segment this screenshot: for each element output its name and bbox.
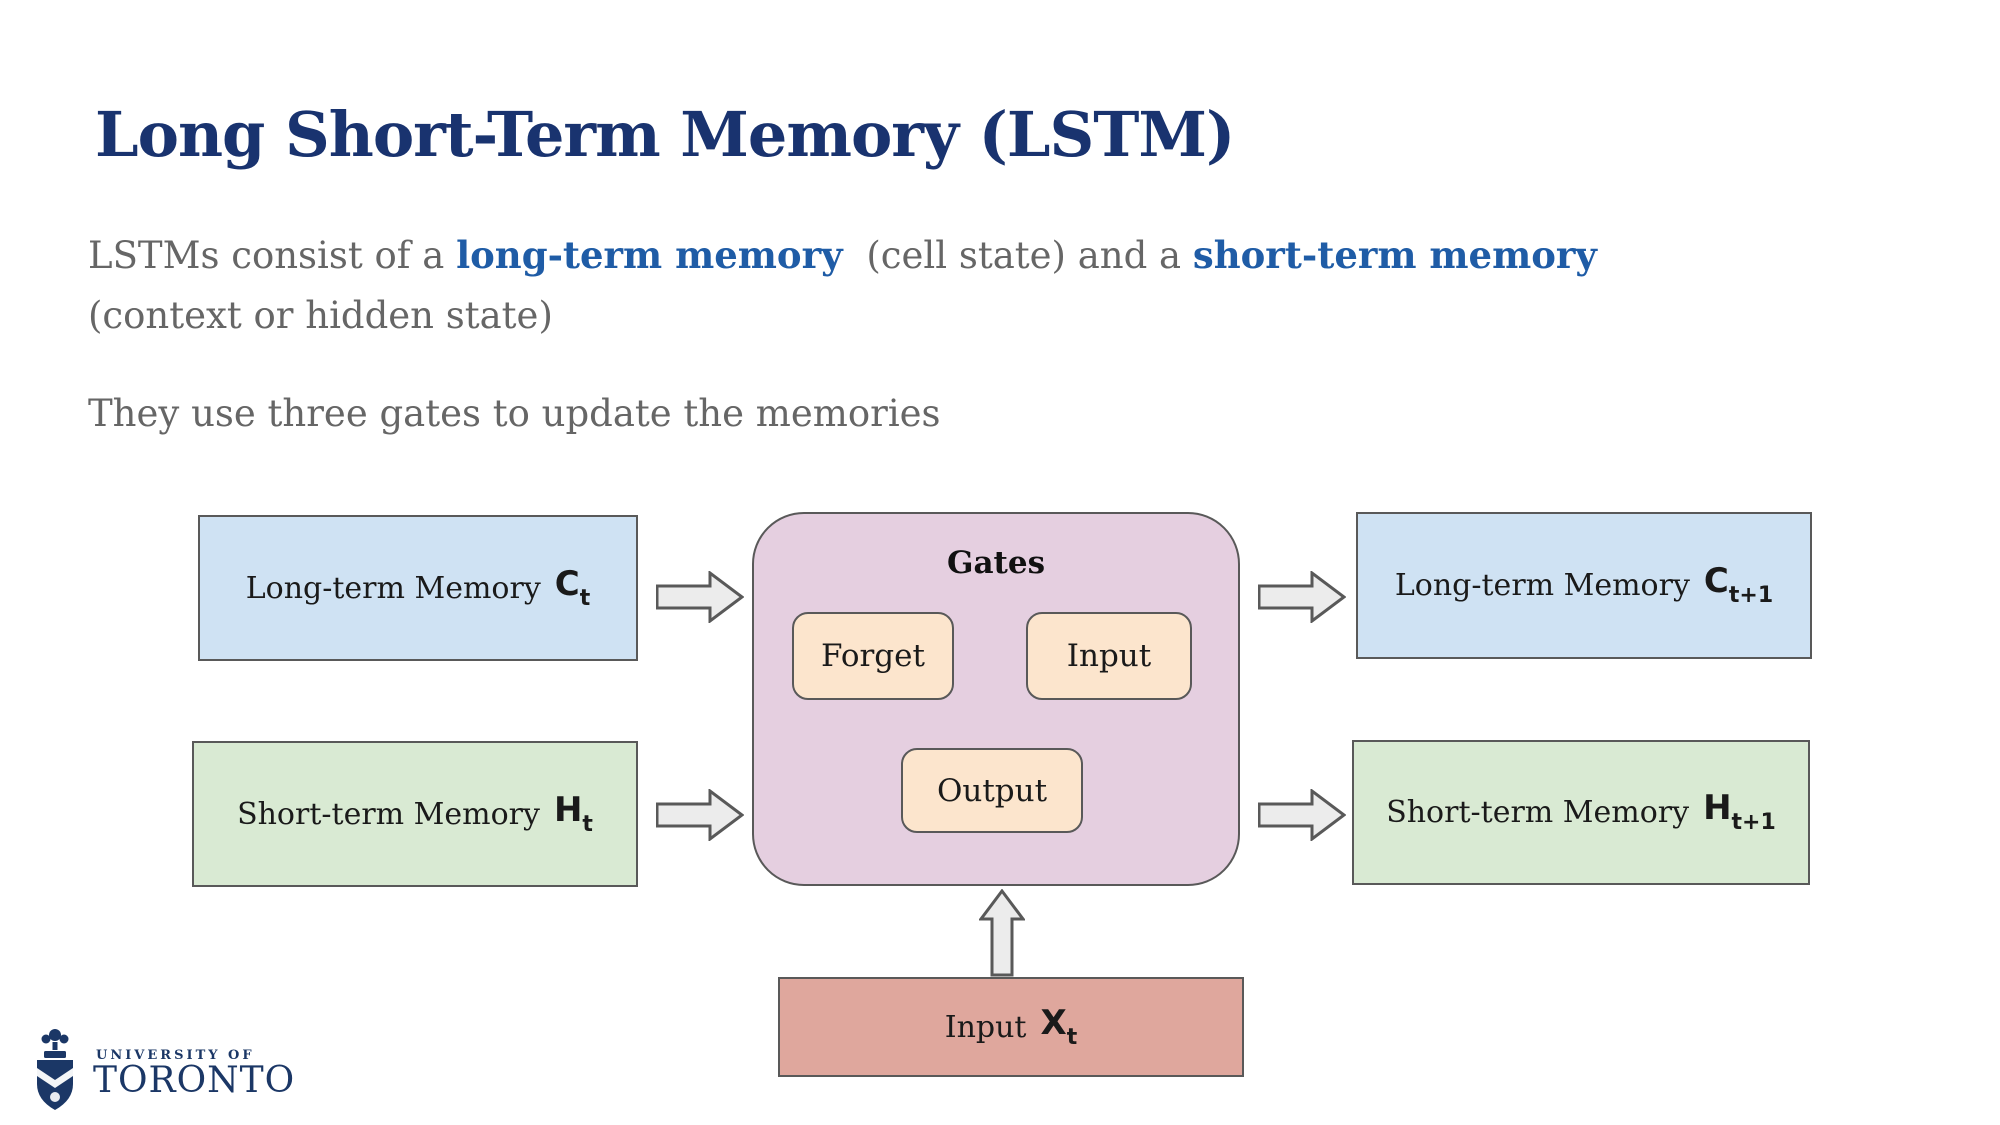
intro-seg1: LSTMs consist of a [88, 234, 457, 277]
logo-toronto: TORONTO [93, 1060, 296, 1101]
variable-ht: Ht [553, 789, 593, 837]
long-term-memory-input-label: Long-term Memory [245, 570, 541, 606]
variable-ht1: Ht+1 [1703, 788, 1776, 835]
intro-paragraph: LSTMs consist of a long-term memory (cel… [88, 226, 1788, 346]
short-term-memory-output-box: Short-term Memory Ht+1 [1352, 740, 1810, 885]
gates-paragraph: They use three gates to update the memor… [88, 392, 941, 435]
logo-university-of: UNIVERSITY OF [96, 1048, 255, 1063]
arrow-right-icon [1258, 571, 1346, 623]
short-term-memory-input-label: Short-term Memory [237, 796, 540, 832]
gates-title: Gates [946, 545, 1046, 581]
long-term-memory-input-box: Long-term Memory Ct [198, 515, 638, 661]
highlight-short-term-memory: short-term memory [1192, 233, 1597, 277]
arrow-right-icon [656, 571, 744, 623]
short-term-memory-output-label: Short-term Memory [1386, 795, 1690, 830]
highlight-long-term-memory: long-term memory [456, 233, 843, 277]
intro-seg2: (cell state) and a [854, 234, 1193, 277]
short-term-memory-input-box: Short-term Memory Ht [192, 741, 638, 887]
arrow-right-icon [656, 789, 744, 841]
long-term-memory-output-label: Long-term Memory [1394, 568, 1690, 603]
arrow-right-icon [1258, 789, 1346, 841]
output-gate-box: Output [901, 748, 1083, 833]
variable-ct: Ct [554, 563, 591, 611]
long-term-memory-output-box: Long-term Memory Ct+1 [1356, 512, 1812, 659]
variable-ct1: Ct+1 [1703, 561, 1774, 608]
variable-xt: Xt [1040, 1002, 1078, 1050]
input-gate-box: Input [1026, 612, 1192, 700]
university-of-toronto-crest-icon [37, 1029, 73, 1110]
arrow-up-icon [979, 889, 1025, 977]
page-title: Long Short-Term Memory (LSTM) [95, 97, 1235, 171]
input-xt-box: Input Xt [778, 977, 1244, 1077]
forget-gate-box: Forget [792, 612, 954, 700]
input-xt-label: Input [944, 1009, 1027, 1045]
intro-line2: (context or hidden state) [88, 293, 553, 337]
